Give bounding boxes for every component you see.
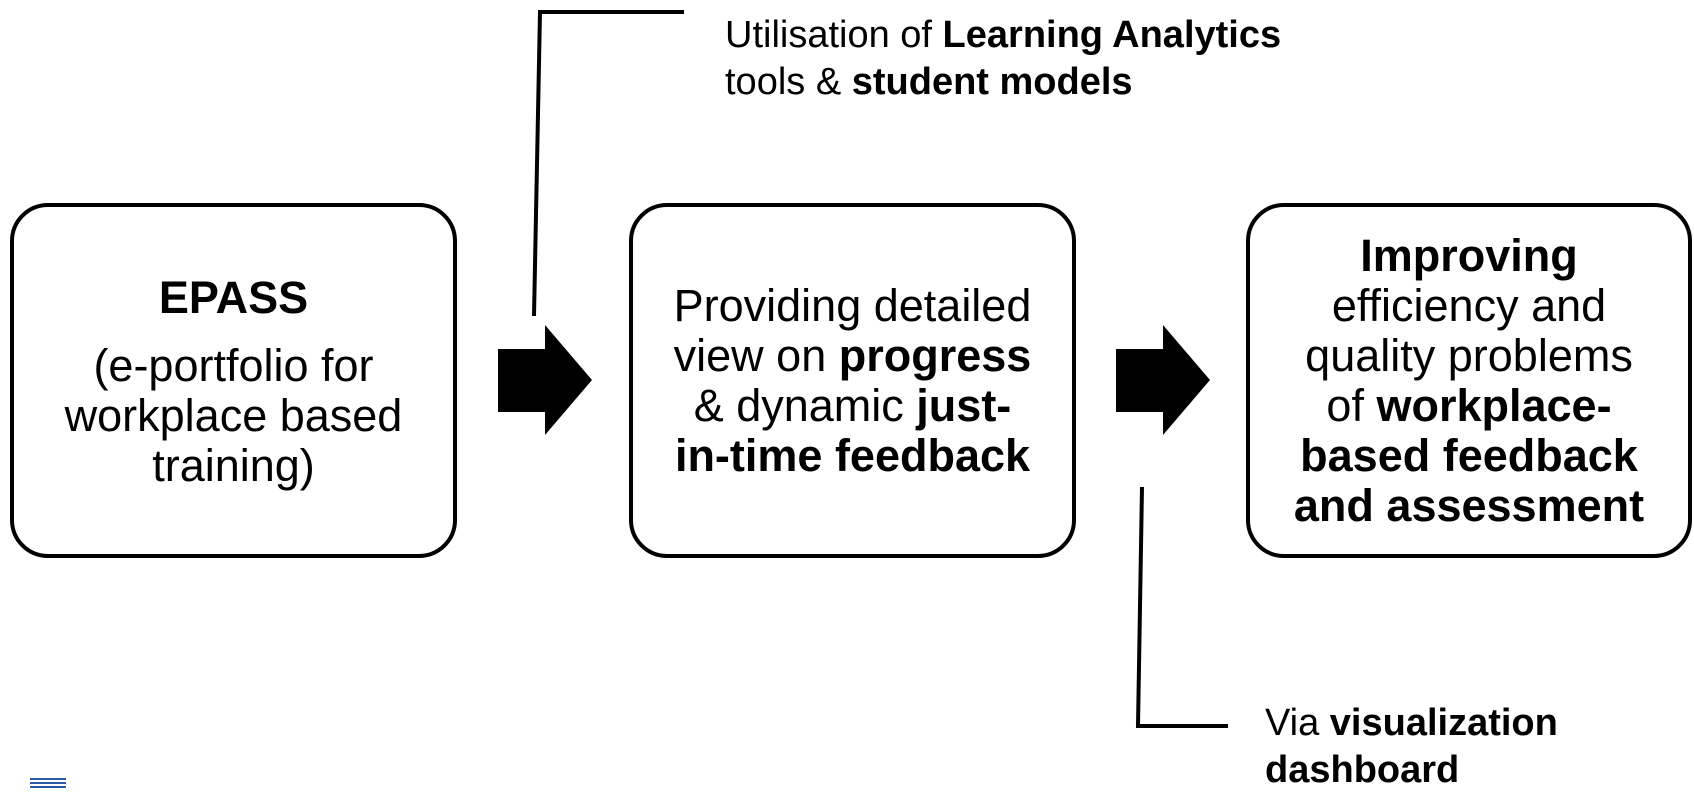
box3-text-4a: of bbox=[1326, 379, 1377, 431]
box2-line-3: & dynamic just- bbox=[693, 379, 1012, 431]
box2-text-4: in-time feedback bbox=[674, 429, 1031, 481]
visualization-dashboard-note: Via visualization dashboard bbox=[1265, 700, 1558, 794]
note-top-line-2: tools & student models bbox=[725, 59, 1281, 106]
box2-line-4: in-time feedback bbox=[674, 429, 1031, 481]
note-bottom-text-b: visualization bbox=[1329, 702, 1558, 744]
epass-subtitle-line-3: training) bbox=[152, 439, 315, 491]
note-top-line-1: Utilisation of Learning Analytics bbox=[725, 12, 1281, 59]
box2-text-3b: just- bbox=[916, 379, 1012, 431]
box3-text-5: based feedback bbox=[1300, 429, 1638, 481]
box3-text-3: quality problems bbox=[1305, 329, 1633, 381]
box2-text-1: Providing detailed bbox=[673, 279, 1032, 331]
box3-line-5: based feedback bbox=[1300, 429, 1638, 481]
logo-icon bbox=[30, 778, 66, 790]
epass-subtitle-line-1: (e-portfolio for bbox=[93, 339, 374, 391]
note-bottom-line-1: Via visualization bbox=[1265, 700, 1558, 747]
box3-text-4b: workplace- bbox=[1376, 379, 1612, 431]
epass-subtitle-line-2: workplace based bbox=[64, 389, 403, 441]
box3-line-6: and assessment bbox=[1293, 479, 1645, 531]
note-bottom-text-c: dashboard bbox=[1265, 749, 1460, 791]
box3-line-1: Improving bbox=[1360, 229, 1578, 281]
learning-analytics-note: Utilisation of Learning Analytics tools … bbox=[725, 12, 1281, 106]
box2-line-1: Providing detailed bbox=[673, 279, 1032, 331]
arrow-right-1 bbox=[498, 325, 592, 435]
box2-text-2b: progress bbox=[838, 329, 1032, 381]
improving-box: Improving efficiency and quality problem… bbox=[1246, 203, 1692, 558]
box2-text-3a: & dynamic bbox=[693, 379, 917, 431]
note-bottom-text-a: Via bbox=[1265, 702, 1330, 744]
note-top-text-d: student models bbox=[851, 61, 1133, 103]
arrow-right-2 bbox=[1116, 325, 1210, 435]
bottom-callout-line bbox=[1135, 486, 1228, 728]
note-top-text-a: Utilisation of bbox=[725, 14, 943, 56]
note-top-text-b: Learning Analytics bbox=[942, 14, 1282, 56]
box3-text-1: Improving bbox=[1360, 229, 1578, 281]
box3-line-2: efficiency and bbox=[1331, 279, 1607, 331]
box3-text-6: and assessment bbox=[1293, 479, 1645, 531]
box3-text-2: efficiency and bbox=[1331, 279, 1607, 331]
note-top-text-c: tools & bbox=[725, 61, 852, 103]
note-bottom-line-2: dashboard bbox=[1265, 747, 1558, 794]
box3-line-3: quality problems bbox=[1305, 329, 1633, 381]
box2-text-2a: view on bbox=[673, 329, 839, 381]
epass-title: EPASS bbox=[158, 271, 309, 323]
epass-box: EPASS (e-portfolio for workplace based t… bbox=[10, 203, 457, 558]
top-callout-line bbox=[532, 10, 684, 317]
box3-line-4: of workplace- bbox=[1326, 379, 1612, 431]
progress-feedback-box: Providing detailed view on progress & dy… bbox=[629, 203, 1076, 558]
box2-line-2: view on progress bbox=[673, 329, 1032, 381]
